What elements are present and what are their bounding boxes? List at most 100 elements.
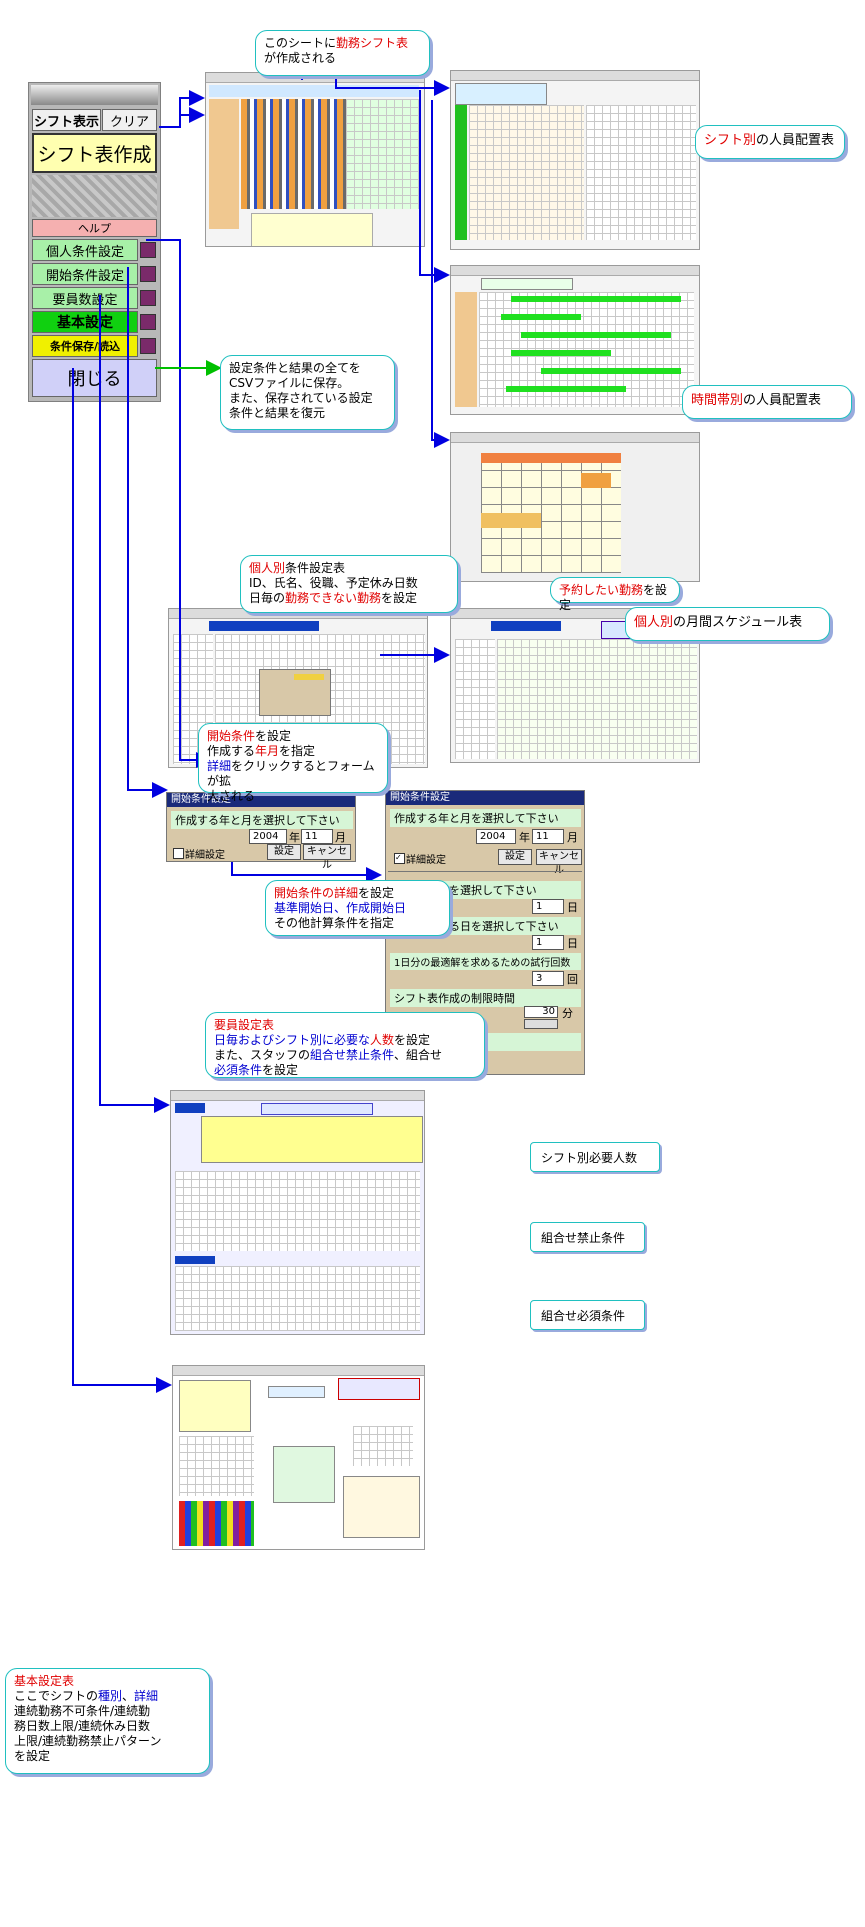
text: を設定: [14, 1749, 51, 1763]
required-staff-screenshot: [170, 1090, 425, 1335]
callout-shift-sheet: このシートに勤務シフト表 が作成される: [255, 30, 430, 76]
text: 予約したい勤務: [559, 583, 644, 597]
text: 条件設定表: [285, 561, 346, 575]
text: を設定: [358, 886, 395, 900]
text: が作成される: [264, 51, 337, 65]
form-title: 開始条件設定: [386, 791, 584, 805]
callout-required-staff: 要員設定表 日毎およびシフト別に必要な人数を設定 また、スタッフの組合せ禁止条件…: [205, 1012, 485, 1078]
book-icon[interactable]: [140, 314, 156, 330]
day-unit: 日: [567, 901, 578, 914]
text: 日毎およびシフト別に必要な: [214, 1033, 371, 1047]
text: 年月: [255, 744, 280, 758]
cancel-button[interactable]: キャンセル: [536, 849, 582, 876]
text: 種別: [98, 1689, 123, 1703]
text: 開始条件の詳細: [274, 886, 359, 900]
start-day-select[interactable]: 1: [532, 935, 564, 950]
shift-allocation-screenshot: [450, 70, 700, 250]
required-staff-button[interactable]: 要員数設定: [32, 287, 138, 309]
text: 時間帯別: [691, 393, 744, 408]
callout-save-load: 設定条件と結果の全てを CSVファイルに保存。 また、保存されている設定 条件と…: [220, 355, 395, 430]
detail-checkbox-checked[interactable]: ✓: [394, 853, 405, 864]
start-condition-form-small: 開始条件設定 作成する年と月を選択して下さい 2004 年 11 月 詳細設定 …: [166, 792, 356, 871]
text: このシートに: [264, 36, 337, 50]
detail-checkbox[interactable]: [173, 848, 184, 859]
personal-conditions-button[interactable]: 個人条件設定: [32, 239, 138, 261]
monthly-schedule-screenshot: [450, 432, 700, 582]
start-conditions-button[interactable]: 開始条件設定: [32, 263, 138, 285]
year-unit: 年: [519, 831, 530, 844]
text: を設定: [559, 583, 668, 612]
limit-spinner[interactable]: [524, 1019, 558, 1029]
text: 個人別: [634, 615, 674, 630]
help-button[interactable]: ヘルプ: [32, 219, 157, 237]
text: を設定: [394, 1033, 431, 1047]
detail-label: 詳細設定: [185, 850, 225, 861]
detail-label: 詳細設定: [406, 855, 446, 866]
callout-basic-settings: 基本設定表 ここでシフトの種別、詳細 連続勤務不可条件/連続勤 務日数上限/連続…: [5, 1668, 210, 1774]
year-unit: 年: [289, 831, 300, 844]
month-select[interactable]: 11: [301, 829, 333, 844]
form-prompt: 作成する年と月を選択して下さい: [390, 809, 581, 827]
text: 連続勤務不可条件/連続勤: [14, 1704, 151, 1718]
text: を指定: [279, 744, 316, 758]
text: 、組合せ: [394, 1048, 443, 1062]
callout-start-conditions: 開始条件を設定 作成する年月を指定 詳細をクリックするとフォームが拡 大される: [198, 723, 388, 803]
book-icon[interactable]: [140, 266, 156, 282]
text: の月間スケジュール表: [673, 615, 803, 630]
text: を設定: [381, 591, 418, 605]
trials-unit: 回: [567, 973, 578, 986]
text: 必須条件: [214, 1063, 263, 1077]
save-load-button[interactable]: 条件保存/読込: [32, 335, 138, 357]
text: の人員配置表: [756, 133, 835, 148]
trials-select[interactable]: 3: [532, 971, 564, 986]
form-prompt: 作成する年と月を選択して下さい: [171, 811, 353, 829]
callout-personal-conditions: 個人別条件設定表 ID、氏名、役職、予定休み日数 日毎の勤務できない勤務を設定: [240, 555, 458, 613]
label-shift-required: シフト別必要人数: [530, 1142, 660, 1172]
text: 勤務できない勤務: [285, 591, 382, 605]
month-select[interactable]: 11: [532, 829, 564, 844]
shift-sheet-screenshot: [205, 72, 425, 247]
text: 、: [122, 1689, 135, 1703]
close-button[interactable]: 閉じる: [32, 359, 157, 397]
callout-monthly-schedule: 個人別の月間スケジュール表: [625, 607, 830, 641]
timeslot-allocation-screenshot: [450, 265, 700, 415]
text: 開始条件: [207, 729, 256, 743]
text: 作成する: [207, 744, 256, 758]
text: 勤務シフト表: [336, 36, 409, 50]
text: 要員設定表: [214, 1018, 275, 1032]
text: を設定: [255, 729, 292, 743]
month-unit: 月: [567, 831, 578, 844]
menu-title-bar: [31, 85, 158, 105]
year-select[interactable]: 2004: [476, 829, 516, 844]
text: ここでシフトの: [14, 1689, 99, 1703]
set-button[interactable]: 設定: [267, 844, 301, 860]
text: 大される: [207, 789, 256, 803]
text: 基準開始日、作成開始日: [274, 901, 407, 915]
trials-prompt: 1日分の最適解を求めるための試行回数: [390, 953, 581, 970]
base-day-select[interactable]: 1: [532, 899, 564, 914]
text: 個人別: [249, 561, 286, 575]
text: 組合せ禁止条件: [310, 1048, 395, 1062]
text: ID、氏名、役職、予定休み日数: [249, 576, 418, 590]
text: 条件と結果を復元: [229, 406, 326, 420]
book-icon[interactable]: [140, 290, 156, 306]
limit-prompt: シフト表作成の制限時間: [390, 989, 581, 1007]
limit-unit: 分: [562, 1007, 573, 1020]
shift-view-button[interactable]: シフト表示: [32, 109, 101, 131]
set-button[interactable]: 設定: [498, 849, 532, 865]
text: 基本設定表: [14, 1674, 75, 1688]
text: 日毎の: [249, 591, 286, 605]
text: を設定: [262, 1063, 299, 1077]
book-icon[interactable]: [140, 338, 156, 354]
label-combination-required: 組合せ必須条件: [530, 1300, 645, 1330]
callout-start-details: 開始条件の詳細を設定 基準開始日、作成開始日 その他計算条件を指定: [265, 880, 450, 936]
book-icon[interactable]: [140, 242, 156, 258]
limit-value[interactable]: 30: [524, 1006, 558, 1018]
text: CSVファイルに保存。: [229, 376, 350, 390]
create-shift-button[interactable]: シフト表作成: [32, 133, 157, 173]
year-select[interactable]: 2004: [249, 829, 287, 844]
cancel-button[interactable]: キャンセル: [303, 844, 351, 871]
text: 設定条件と結果の全てを: [229, 361, 361, 375]
clear-button[interactable]: クリア: [102, 109, 157, 131]
